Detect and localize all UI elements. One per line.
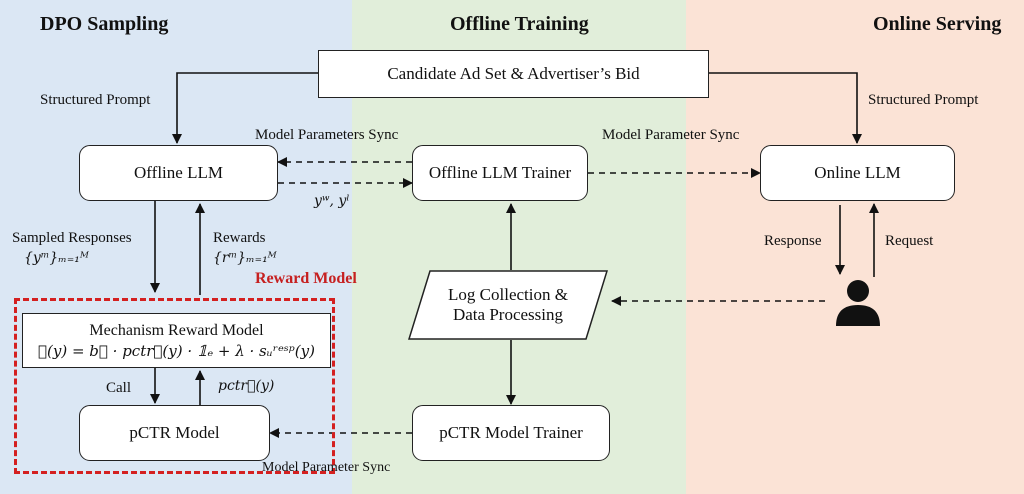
mechanism-reward-model-box: Mechanism Reward Model ℛ(y) = b⃗ · pctr⃗… — [22, 313, 331, 368]
reward-model-frame — [14, 298, 335, 474]
log-collection-parallelogram — [408, 270, 608, 340]
label-call: Call — [106, 380, 131, 396]
label-structured-prompt-right: Structured Prompt — [868, 92, 979, 108]
label-rewards-math: {rᵐ}ₘ₌₁ᴹ — [213, 250, 277, 266]
label-yw-yl: yʷ, yˡ — [314, 193, 350, 209]
label-model-parameter-sync-bottom: Model Parameter Sync — [262, 460, 391, 475]
label-response: Response — [764, 233, 822, 249]
mechanism-reward-formula: ℛ(y) = b⃗ · pctr⃗(y) · 𝟙ₑ + λ · sᵤʳᵉˢᵖ(y… — [38, 341, 315, 360]
edge-candidate-to-online-llm — [709, 72, 862, 144]
log-collection-box: Log Collection & Data Processing — [408, 270, 608, 340]
pctr-model-trainer-box: pCTR Model Trainer — [412, 405, 610, 461]
log-collection-line2: Data Processing — [452, 305, 563, 324]
panel-title-offline-training: Offline Training — [450, 13, 589, 35]
online-llm-box: Online LLM — [760, 145, 955, 201]
label-pctr-return: pctr⃗(y) — [218, 378, 275, 394]
offline-llm-trainer-box: Offline LLM Trainer — [412, 145, 588, 201]
reward-model-label: Reward Model — [255, 270, 357, 287]
label-structured-prompt-left: Structured Prompt — [40, 92, 151, 108]
label-model-parameter-sync-right: Model Parameter Sync — [602, 127, 740, 143]
offline-llm-box: Offline LLM — [79, 145, 278, 201]
panel-online-serving — [686, 0, 1024, 494]
label-rewards: Rewards — [213, 230, 266, 246]
panel-title-online-serving: Online Serving — [873, 13, 1002, 35]
edge-candidate-to-offline-llm — [172, 72, 318, 144]
candidate-ad-set-box: Candidate Ad Set & Advertiser’s Bid — [318, 50, 709, 98]
label-sampled-responses-math: {yᵐ}ₘ₌₁ᴹ — [24, 250, 89, 266]
label-sampled-responses: Sampled Responses — [12, 230, 132, 246]
pctr-model-box: pCTR Model — [79, 405, 270, 461]
log-collection-line1: Log Collection & — [448, 285, 568, 304]
label-model-parameters-sync: Model Parameters Sync — [255, 127, 399, 143]
user-icon — [836, 280, 880, 326]
label-request: Request — [885, 233, 934, 249]
mechanism-reward-model-title: Mechanism Reward Model — [89, 321, 264, 339]
panel-title-dpo-sampling: DPO Sampling — [40, 13, 169, 35]
